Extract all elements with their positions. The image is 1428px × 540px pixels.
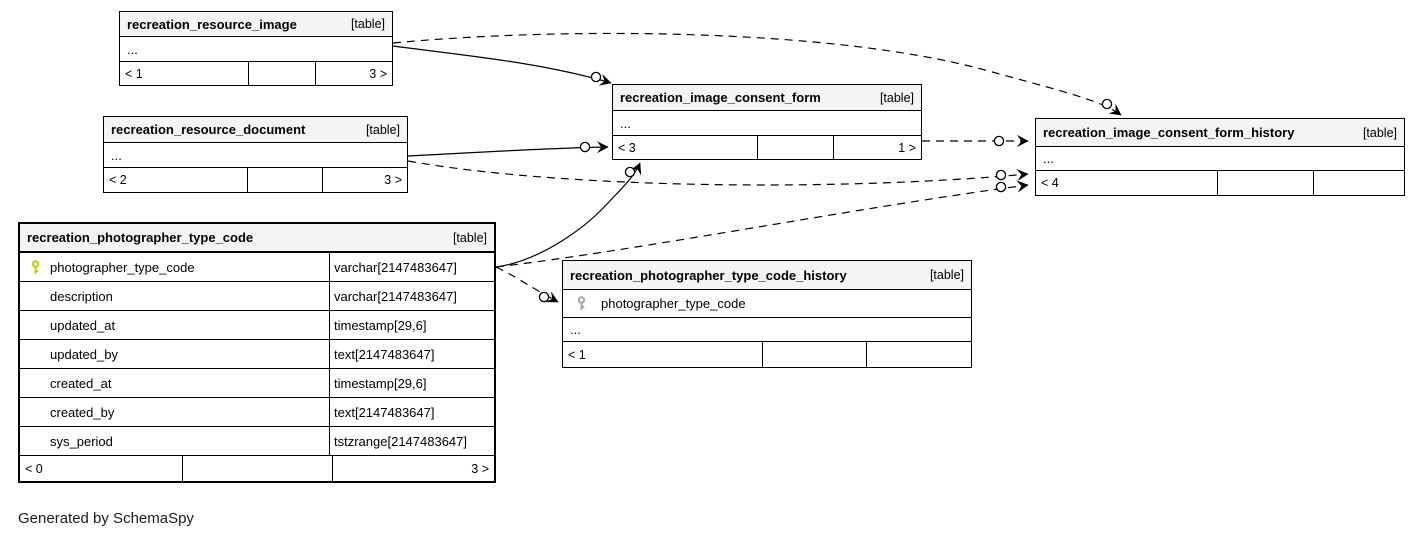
footer-parents-count: < 1: [563, 342, 763, 367]
footer-children-count: 3 >: [471, 461, 489, 476]
columns-ellipsis: ...: [104, 143, 407, 168]
column-row: description varchar[2147483647]: [20, 282, 494, 311]
implied-line-resource-document-to-consent-form-history: [407, 160, 1029, 186]
footer-parents-count: < 1: [120, 62, 249, 85]
generator-note: Generated by SchemaSpy: [18, 510, 194, 527]
footer-children-count: 3 >: [384, 173, 402, 187]
column-name: updated_by: [50, 346, 118, 362]
table-type-badge: [table]: [365, 122, 400, 137]
fk-line-resource-document-to-consent-form: [407, 141, 609, 157]
inherited-key-icon: [575, 296, 587, 311]
column-row: photographer_type_code varchar[214748364…: [20, 253, 494, 282]
footer-children-count: [1314, 171, 1404, 195]
footer-spacer-cell: [1218, 171, 1314, 195]
table-title: recreation_photographer_type_code_histor…: [570, 267, 847, 283]
fk-line-photographer-type-code-to-consent-form: [495, 162, 642, 268]
column-name: description: [50, 288, 113, 304]
table-title: recreation_image_consent_form: [620, 90, 821, 105]
column-type: varchar[2147483647]: [329, 282, 494, 310]
cardinality-circle: [590, 71, 602, 83]
footer-parents-count: < 4: [1036, 171, 1218, 195]
table-type-badge: [table]: [1362, 125, 1397, 140]
table-footer: < 4: [1036, 171, 1404, 195]
cardinality-circle: [579, 141, 591, 153]
footer-parents-count: < 2: [104, 168, 248, 192]
column-type: tstzrange[2147483647]: [329, 427, 494, 455]
footer-children-count: 3 >: [369, 66, 387, 81]
table-recreation-photographer-type-code[interactable]: recreation_photographer_type_code [table…: [18, 222, 496, 483]
table-footer: < 3 1 >: [613, 136, 921, 159]
footer-spacer-cell: [248, 168, 323, 192]
column-name: updated_at: [50, 317, 116, 333]
footer-spacer-cell: [183, 456, 333, 481]
footer-spacer-cell: [249, 62, 316, 85]
column-name: created_at: [50, 375, 112, 391]
column-row: created_by text[2147483647]: [20, 398, 494, 427]
column-type: timestamp[29,6]: [329, 369, 494, 397]
column-name: created_by: [50, 404, 115, 420]
footer-spacer-cell: [763, 342, 867, 367]
columns-ellipsis: ...: [563, 318, 971, 342]
column-type: text[2147483647]: [329, 340, 494, 368]
table-recreation-resource-document[interactable]: recreation_resource_document [table] ...…: [103, 116, 408, 193]
column-type: varchar[2147483647]: [329, 253, 494, 281]
table-header: recreation_resource_image [table]: [120, 12, 392, 37]
implied-line-photographer-type-code-to-history: [495, 266, 559, 303]
table-title: recreation_photographer_type_code: [27, 230, 254, 245]
table-header: recreation_photographer_type_code [table…: [20, 224, 494, 253]
cardinality-circle: [624, 166, 636, 178]
table-recreation-resource-image[interactable]: recreation_resource_image [table] ... < …: [119, 11, 393, 86]
column-name: photographer_type_code: [601, 296, 746, 311]
column-row: updated_at timestamp[29,6]: [20, 311, 494, 340]
table-header: recreation_photographer_type_code_histor…: [563, 261, 971, 290]
cardinality-circle: [993, 135, 1005, 147]
cardinality-circle: [995, 181, 1007, 193]
table-title: recreation_resource_image: [127, 16, 297, 32]
column-name: sys_period: [50, 433, 113, 449]
column-row: sys_period tstzrange[2147483647]: [20, 427, 494, 456]
table-title: recreation_resource_document: [111, 122, 306, 137]
cardinality-circle: [995, 169, 1007, 181]
column-row: updated_by text[2147483647]: [20, 340, 494, 369]
table-recreation-image-consent-form[interactable]: recreation_image_consent_form [table] ..…: [612, 84, 922, 160]
table-header: recreation_image_consent_form_history [t…: [1036, 119, 1404, 147]
footer-children-count: [867, 342, 971, 367]
column-type: timestamp[29,6]: [329, 311, 494, 339]
column-type: text[2147483647]: [329, 398, 494, 426]
column-row: created_at timestamp[29,6]: [20, 369, 494, 398]
columns-ellipsis: ...: [120, 37, 392, 62]
table-footer: < 0 3 >: [20, 456, 494, 481]
table-footer: < 1 3 >: [120, 62, 392, 85]
table-recreation-image-consent-form-history[interactable]: recreation_image_consent_form_history [t…: [1035, 118, 1405, 196]
table-type-badge: [table]: [452, 230, 487, 245]
cardinality-circle: [1101, 98, 1113, 110]
footer-spacer-cell: [758, 136, 834, 159]
table-footer: < 1: [563, 342, 971, 367]
implied-line-photographer-type-code-to-consent-form-history: [495, 180, 1029, 268]
table-header: recreation_resource_document [table]: [104, 117, 407, 143]
table-header: recreation_image_consent_form [table]: [613, 85, 921, 111]
footer-parents-count: < 0: [20, 456, 183, 481]
columns-ellipsis: ...: [1036, 147, 1404, 171]
columns-ellipsis: ...: [613, 111, 921, 136]
fk-line-resource-image-to-consent-form: [392, 45, 612, 86]
cardinality-circle: [538, 291, 550, 303]
footer-parents-count: < 3: [613, 136, 758, 159]
column-name: photographer_type_code: [50, 259, 195, 275]
table-title: recreation_image_consent_form_history: [1043, 125, 1295, 140]
table-type-badge: [table]: [350, 17, 385, 31]
table-type-badge: [table]: [879, 90, 914, 105]
table-type-badge: [table]: [929, 268, 964, 282]
footer-children-count: 1 >: [898, 140, 916, 155]
primary-key-icon: [29, 259, 41, 275]
column-row: photographer_type_code: [563, 290, 971, 318]
table-footer: < 2 3 >: [104, 168, 407, 192]
table-recreation-photographer-type-code-history[interactable]: recreation_photographer_type_code_histor…: [562, 260, 972, 368]
